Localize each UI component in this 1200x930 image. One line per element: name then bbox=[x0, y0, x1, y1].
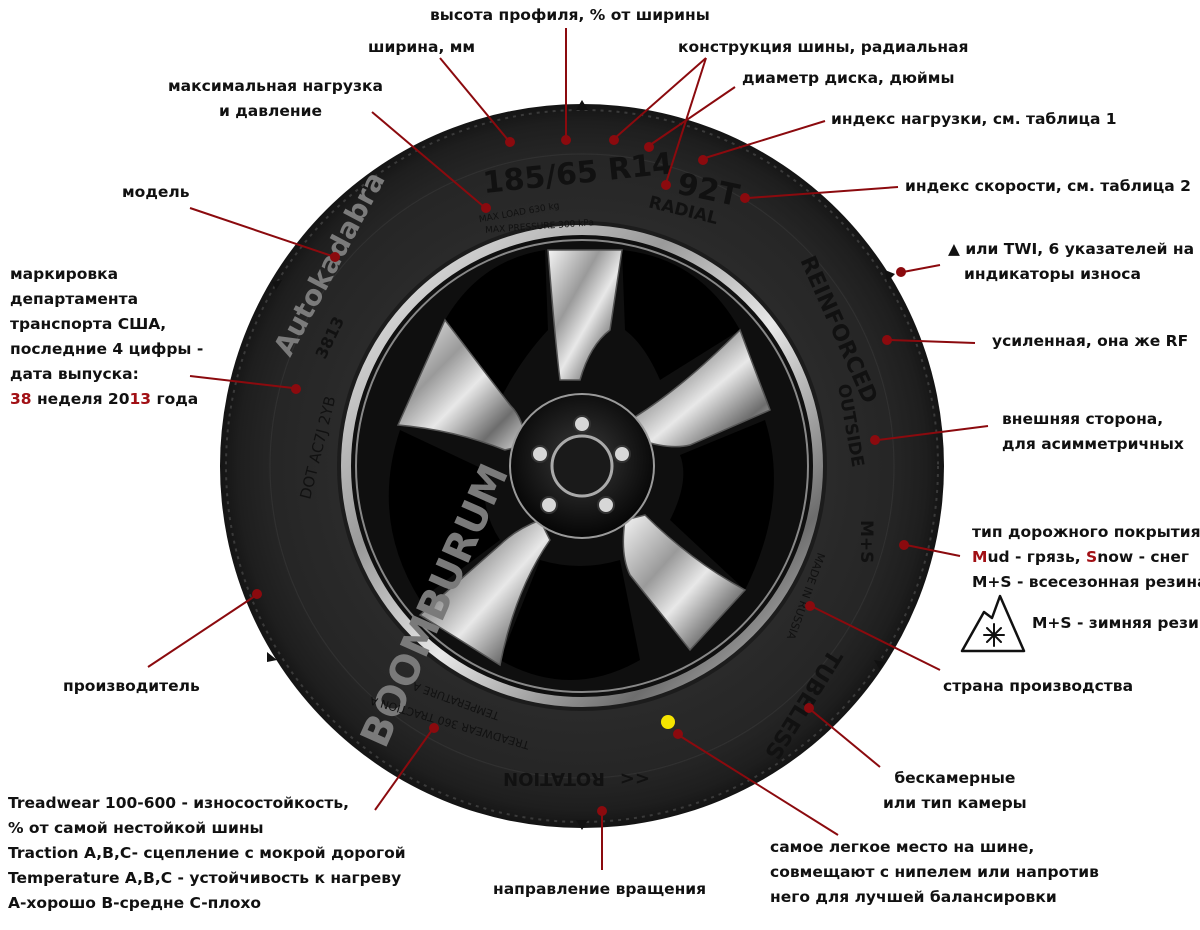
label-light-line2: совмещают с нипелем или напротив bbox=[770, 863, 1099, 881]
rim-windows bbox=[388, 250, 774, 680]
label-utqg-line1: Treadwear 100-600 - износостойкость, bbox=[8, 794, 350, 812]
ms-text: M+S bbox=[856, 520, 876, 563]
leader-speed-index bbox=[740, 186, 899, 203]
tread-pattern bbox=[225, 109, 939, 823]
leader-dot bbox=[189, 375, 301, 394]
label-utqg: Treadwear 100-600 - износостойкость, % о… bbox=[8, 791, 406, 916]
leader-manufacturer bbox=[147, 589, 262, 668]
label-dot-line6: 38 неделя 2013 года bbox=[10, 387, 203, 412]
label-model: модель bbox=[122, 183, 190, 201]
label-rim-diameter: диаметр диска, дюймы bbox=[742, 69, 955, 87]
rotation-arrows: << bbox=[620, 768, 650, 789]
rim-spokes bbox=[396, 249, 771, 667]
label-dot-line5: дата выпуска: bbox=[10, 365, 139, 383]
label-max-load-line1: максимальная нагрузка bbox=[168, 77, 383, 95]
leader-tubeless bbox=[804, 703, 881, 768]
dot-week-text: неделя 20 bbox=[31, 390, 130, 408]
dot-year-text: года bbox=[151, 390, 199, 408]
label-dot-line3: транспорта США, bbox=[10, 315, 167, 333]
label-twi: ▲ или TWI, 6 указателей на индикаторы из… bbox=[948, 237, 1194, 287]
road-snow-letter: S bbox=[1086, 548, 1098, 566]
twi-marker-bottom bbox=[576, 820, 588, 830]
label-speed-index: индекс скорости, см. таблица 2 bbox=[905, 177, 1191, 195]
label-road-line1: тип дорожного покрытия, bbox=[972, 523, 1200, 541]
leader-load-index bbox=[698, 120, 826, 165]
label-tubeless-line2: или тип камеры bbox=[883, 794, 1027, 812]
leader-light-point bbox=[673, 729, 839, 836]
label-utqg-line4: Temperature A,B,C - устойчивость к нагре… bbox=[8, 869, 402, 887]
dot-year-number: 13 bbox=[129, 390, 152, 408]
label-utqg-line2: % от самой нестойкой шины bbox=[8, 819, 264, 837]
dot-week-number: 38 bbox=[10, 390, 32, 408]
label-outside-line1: внешняя сторона, bbox=[1002, 410, 1164, 428]
label-twi-line2: индикаторы износа bbox=[964, 265, 1141, 283]
label-max-load-line2: и давление bbox=[219, 102, 322, 120]
label-outside: внешняя сторона, для асимметричных bbox=[1002, 407, 1184, 457]
leader-outside bbox=[870, 425, 989, 445]
label-utqg-line3: Traction A,B,C- сцепление с мокрой дорог… bbox=[8, 844, 406, 862]
label-width: ширина, мм bbox=[368, 38, 476, 56]
twi-marker-left bbox=[272, 280, 282, 290]
label-twi-line1: ▲ или TWI, 6 указателей на bbox=[948, 240, 1195, 258]
label-dot-line2: департамента bbox=[10, 290, 139, 308]
road-mud-text: ud - грязь, bbox=[987, 548, 1087, 566]
center-bore bbox=[550, 434, 614, 498]
label-utqg-line5: A-хорошо B-средне C-плохо bbox=[8, 894, 262, 912]
light-point-dot bbox=[661, 715, 675, 729]
leader-rotation bbox=[597, 806, 607, 870]
twi-marker-right-bottom bbox=[874, 660, 884, 670]
leader-rim-diameter bbox=[644, 86, 736, 152]
rim-lip bbox=[341, 225, 823, 707]
mountain-snowflake-icon bbox=[960, 594, 1026, 653]
sidewall-line bbox=[269, 153, 895, 779]
label-manufacturer: производитель bbox=[63, 677, 200, 695]
label-light-point: самое легкое место на шине, совмещают с … bbox=[770, 835, 1099, 910]
label-country: страна производства bbox=[943, 677, 1134, 695]
label-profile-height: высота профиля, % от ширины bbox=[430, 6, 710, 24]
leader-max-load bbox=[371, 111, 491, 213]
road-snow-text: now - снег bbox=[1097, 548, 1189, 566]
label-rotation: направление вращения bbox=[493, 880, 707, 898]
label-road-line3: M+S - всесезонная резина bbox=[972, 573, 1200, 591]
label-reinforced: усиленная, она же RF bbox=[992, 332, 1189, 350]
leader-reinforced bbox=[882, 335, 976, 345]
label-dot-line4: последние 4 цифры - bbox=[10, 340, 204, 358]
road-mud-letter: M bbox=[972, 548, 988, 566]
label-dot-line1: маркировка bbox=[10, 265, 119, 283]
twi-marker-right bbox=[885, 270, 895, 282]
label-load-index: индекс нагрузки, см. таблица 1 bbox=[831, 110, 1117, 128]
twi-marker-top bbox=[576, 100, 588, 110]
twi-marker-left-bottom bbox=[267, 652, 277, 662]
leader-profile-height bbox=[561, 28, 571, 145]
leader-model bbox=[189, 207, 340, 262]
label-road: тип дорожного покрытия, Mud - грязь, Sno… bbox=[972, 520, 1200, 595]
label-outside-line2: для асимметричных bbox=[1002, 435, 1184, 453]
label-light-line3: него для лучшей балансировки bbox=[770, 888, 1057, 906]
wheel-rim bbox=[341, 225, 823, 707]
leader-lines bbox=[147, 28, 989, 870]
leader-twi bbox=[896, 264, 941, 277]
twi-markers bbox=[267, 100, 895, 830]
leader-utqg bbox=[374, 723, 439, 811]
label-max-load: максимальная нагрузка и давление bbox=[168, 74, 383, 124]
label-tubeless-line1: бескамерные bbox=[894, 769, 1016, 787]
label-construction: конструкция шины, радиальная bbox=[678, 38, 969, 56]
label-dot: маркировка департамента транспорта США, … bbox=[10, 262, 203, 412]
leader-country bbox=[805, 601, 941, 671]
rim-inner-lip bbox=[355, 239, 809, 693]
rotation-text: ROTATION bbox=[503, 768, 605, 789]
label-tubeless: бескамерные или тип камеры bbox=[883, 766, 1027, 816]
leader-width bbox=[439, 57, 515, 147]
lug-nuts bbox=[531, 415, 631, 514]
label-road-line2: Mud - грязь, Snow - снег bbox=[972, 545, 1200, 570]
leader-road bbox=[899, 540, 961, 557]
label-light-line1: самое легкое место на шине, bbox=[770, 838, 1035, 856]
label-road-winter: M+S - зимняя резина bbox=[1032, 614, 1200, 632]
